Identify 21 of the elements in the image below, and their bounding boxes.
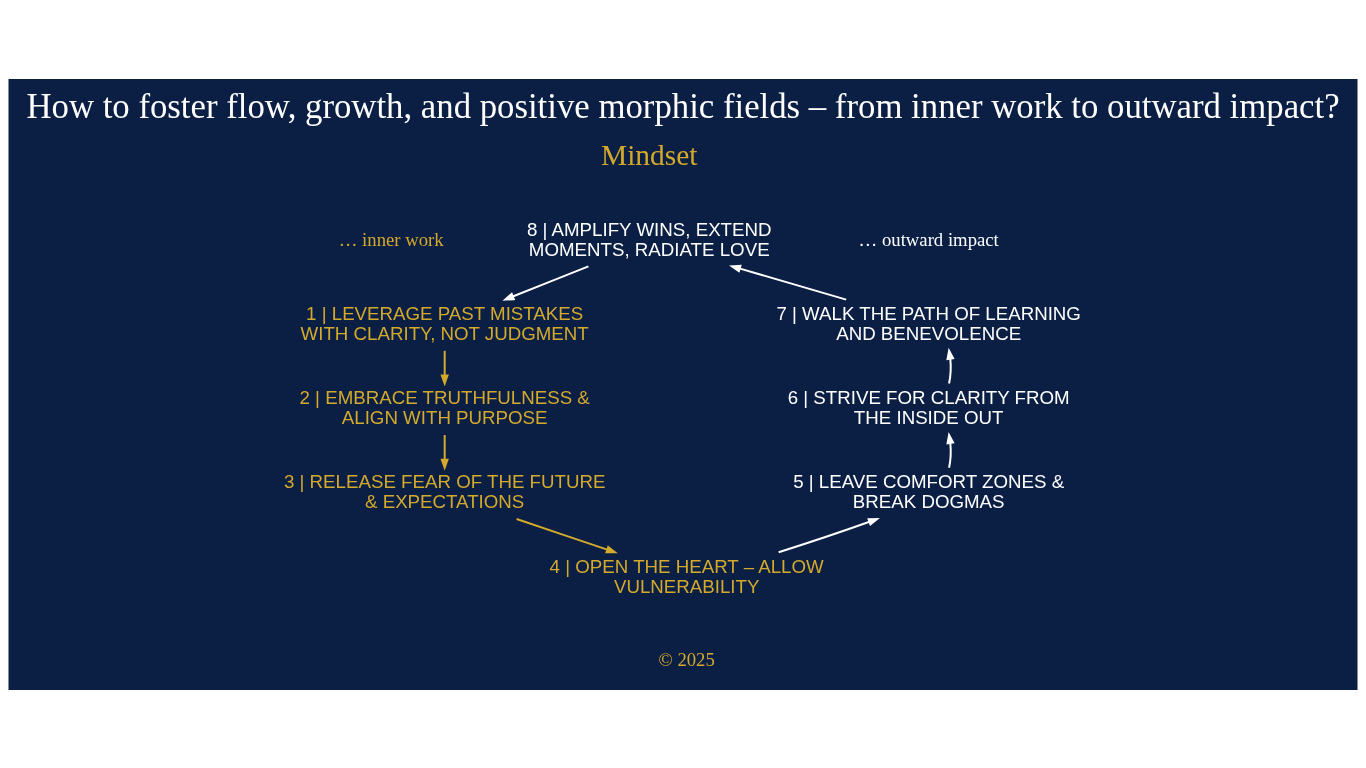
arrow — [502, 264, 589, 301]
arrow — [946, 347, 955, 384]
node-text: 5 | LEAVE COMFORT ZONES & BREAK DOGMAS — [793, 470, 1065, 512]
arrow — [946, 431, 955, 468]
label: … inner work — [338, 228, 444, 250]
label: … outward impact — [858, 228, 999, 250]
arrow — [516, 517, 618, 553]
node-text: 6 | STRIVE FOR CLARITY FROM THE INSIDE OUT — [787, 386, 1070, 428]
node-text: 4 | OPEN THE HEART – ALLOW VULNERABILITY — [549, 555, 824, 597]
label: Mindset — [601, 138, 698, 171]
arrow — [440, 434, 449, 471]
node-text: 8 | AMPLIFY WINS, EXTEND MOMENTS, RADIATE LOVE — [526, 218, 772, 260]
node-text: 3 | RELEASE FEAR OF THE FUTURE & EXPECTATIONS — [283, 470, 606, 512]
arrow — [729, 264, 847, 301]
node-text: 7 | WALK THE PATH OF LEARNING AND BENEVOLENCE — [776, 302, 1081, 344]
label: © 2025 — [658, 648, 715, 670]
node-text: 2 | EMBRACE TRUTHFULNESS & ALIGN WITH PURPOSE — [299, 386, 590, 428]
arrow — [440, 350, 449, 386]
node-text: 1 | LEVERAGE PAST MISTAKES WITH CLARITY, NOT JUDGMENT — [300, 302, 589, 344]
diagram-title: How to foster flow, growth, and positive morphic fields – from inner work to outward impact? — [26, 86, 1340, 126]
arrow — [778, 517, 880, 553]
